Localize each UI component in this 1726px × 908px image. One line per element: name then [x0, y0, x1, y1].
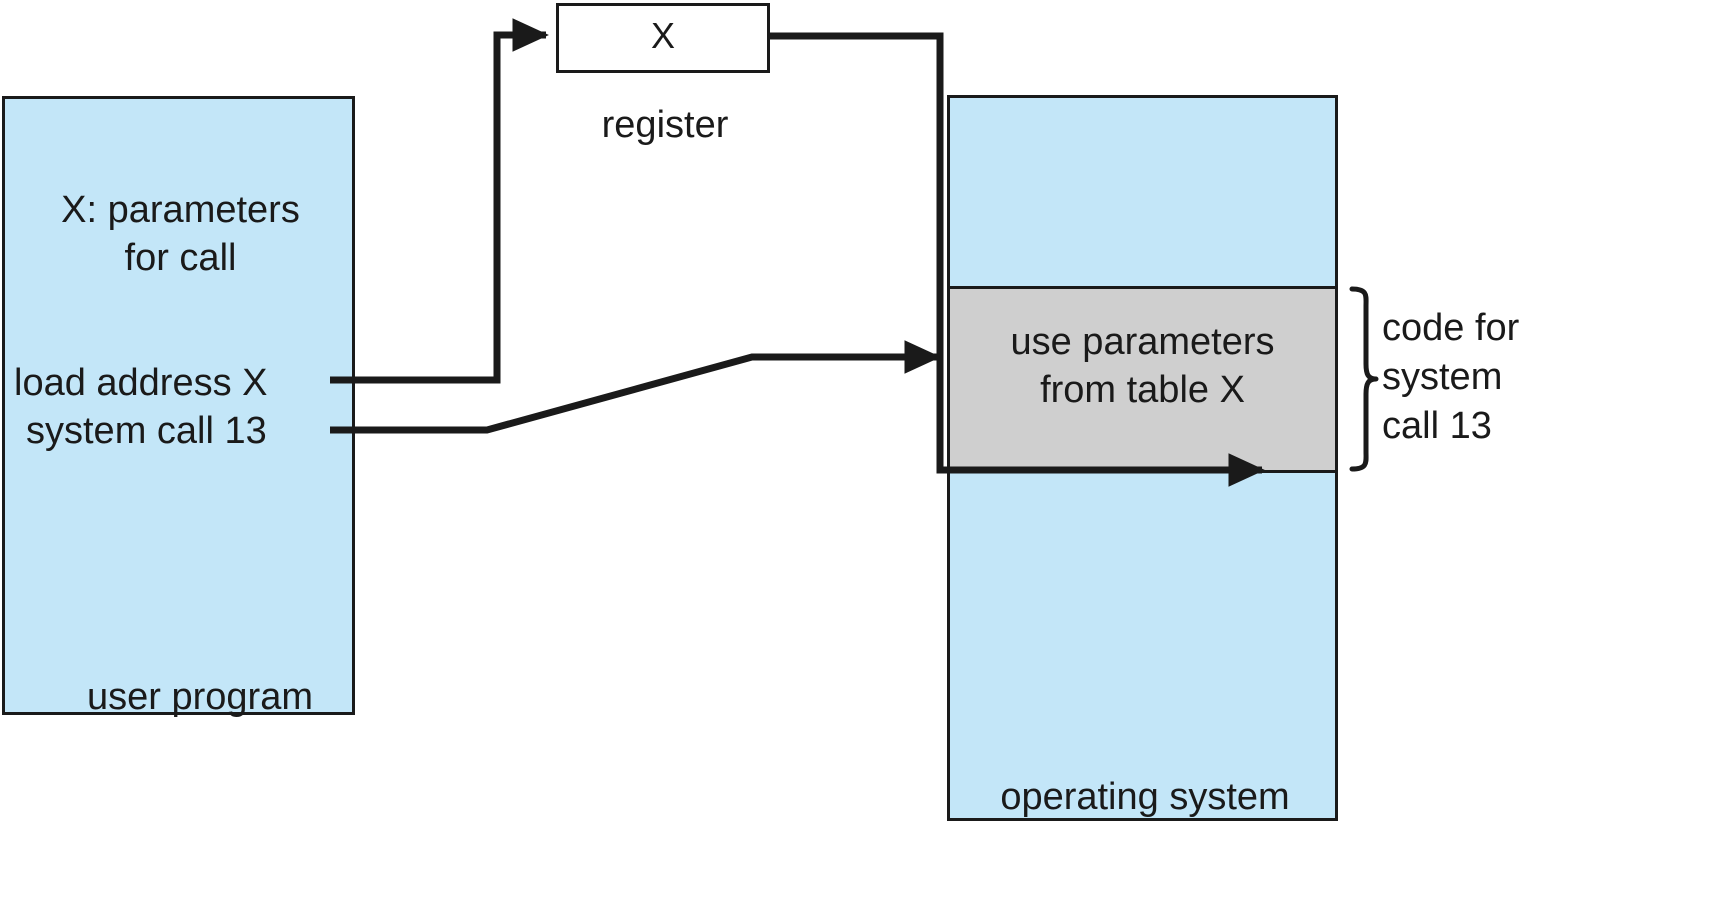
operating-system-label: operating system: [1000, 776, 1290, 818]
register-value-text: X: [650, 15, 675, 56]
user-program-box: [2, 96, 355, 715]
register-box: [556, 3, 770, 73]
load-address-instruction: load address X: [14, 362, 268, 404]
user-program-parameters-text: X: parameters for call: [61, 189, 300, 279]
register-label: register: [601, 104, 729, 146]
code-for-system-call-label: code for system call 13: [1382, 307, 1520, 447]
wire-load-address-to-register: [330, 18, 549, 384]
system-call-instruction: system call 13: [26, 410, 267, 452]
user-program-label: user program: [87, 676, 313, 718]
code-brace: [1349, 286, 1379, 472]
os-code-band-text: use parameters from table X: [1010, 321, 1275, 411]
wire-syscall-to-os-code: [330, 340, 941, 434]
